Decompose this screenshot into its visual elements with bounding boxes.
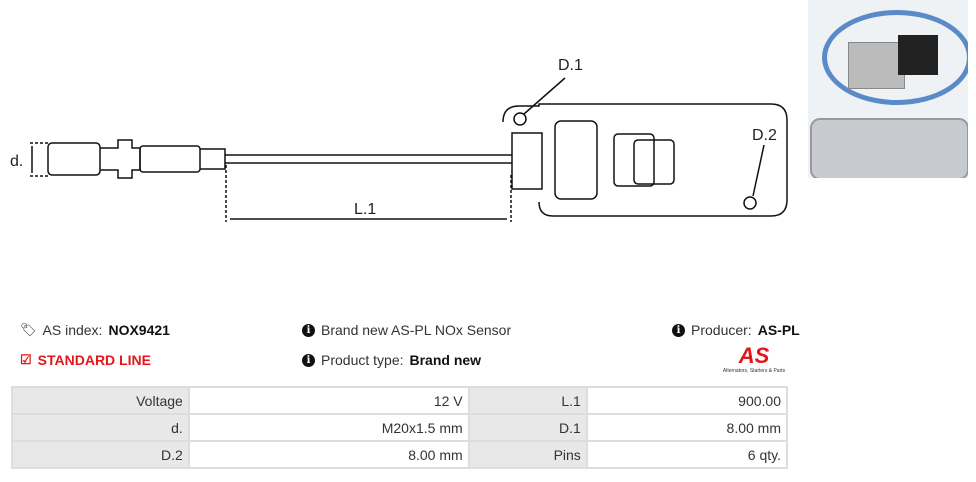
as-index-label: AS index: — [42, 322, 103, 338]
as-index-value: NOX9421 — [108, 322, 170, 338]
product-type-value: Brand new — [409, 352, 482, 368]
dim-l1-label: L.1 — [354, 201, 376, 218]
spec-key: d. — [11, 413, 190, 442]
logo-mark: AS — [738, 343, 770, 368]
spec-value: 8.00 mm — [187, 440, 470, 469]
product-type: i Product type: Brand new — [302, 352, 481, 368]
spec-key: D.1 — [467, 413, 588, 442]
tag-icon: 🏷 — [20, 322, 37, 337]
dim-d-label: d. — [10, 153, 23, 170]
dim-d1-label: D.1 — [558, 57, 583, 74]
product-type-label: Product type: — [321, 352, 404, 368]
description-text: Brand new AS-PL NOx Sensor — [321, 322, 512, 338]
spec-value: 900.00 — [585, 386, 789, 415]
spec-value: 6 qty. — [585, 440, 789, 469]
producer-value: AS-PL — [757, 322, 800, 338]
producer: i Producer: AS-PL — [672, 322, 800, 338]
dim-d2-label: D.2 — [752, 127, 777, 144]
spec-key: Voltage — [11, 386, 190, 415]
spec-value: 8.00 mm — [585, 413, 789, 442]
checkbox-icon: ☑ — [20, 352, 32, 367]
product-photo — [808, 0, 968, 178]
standard-line-badge: ☑ STANDARD LINE — [20, 352, 151, 368]
spec-key: D.2 — [11, 440, 190, 469]
as-pl-logo: AS Alternators, Starters & Parts — [716, 343, 792, 375]
line-label: STANDARD LINE — [37, 352, 151, 368]
info-icon: i — [302, 353, 315, 367]
as-index: 🏷 AS index: NOX9421 — [20, 322, 170, 338]
spec-value: M20x1.5 mm — [187, 413, 470, 442]
spec-key: Pins — [467, 440, 588, 469]
info-icon: i — [672, 323, 685, 337]
logo-tagline: Alternators, Starters & Parts — [722, 368, 786, 374]
spec-value: 12 V — [187, 386, 470, 415]
info-icon: i — [302, 323, 315, 337]
description: i Brand new AS-PL NOx Sensor — [302, 322, 511, 338]
producer-label: Producer: — [691, 322, 752, 338]
sensor-diagram: d. L.1 D.1 D.2 — [10, 57, 788, 222]
spec-key: L.1 — [467, 386, 588, 415]
